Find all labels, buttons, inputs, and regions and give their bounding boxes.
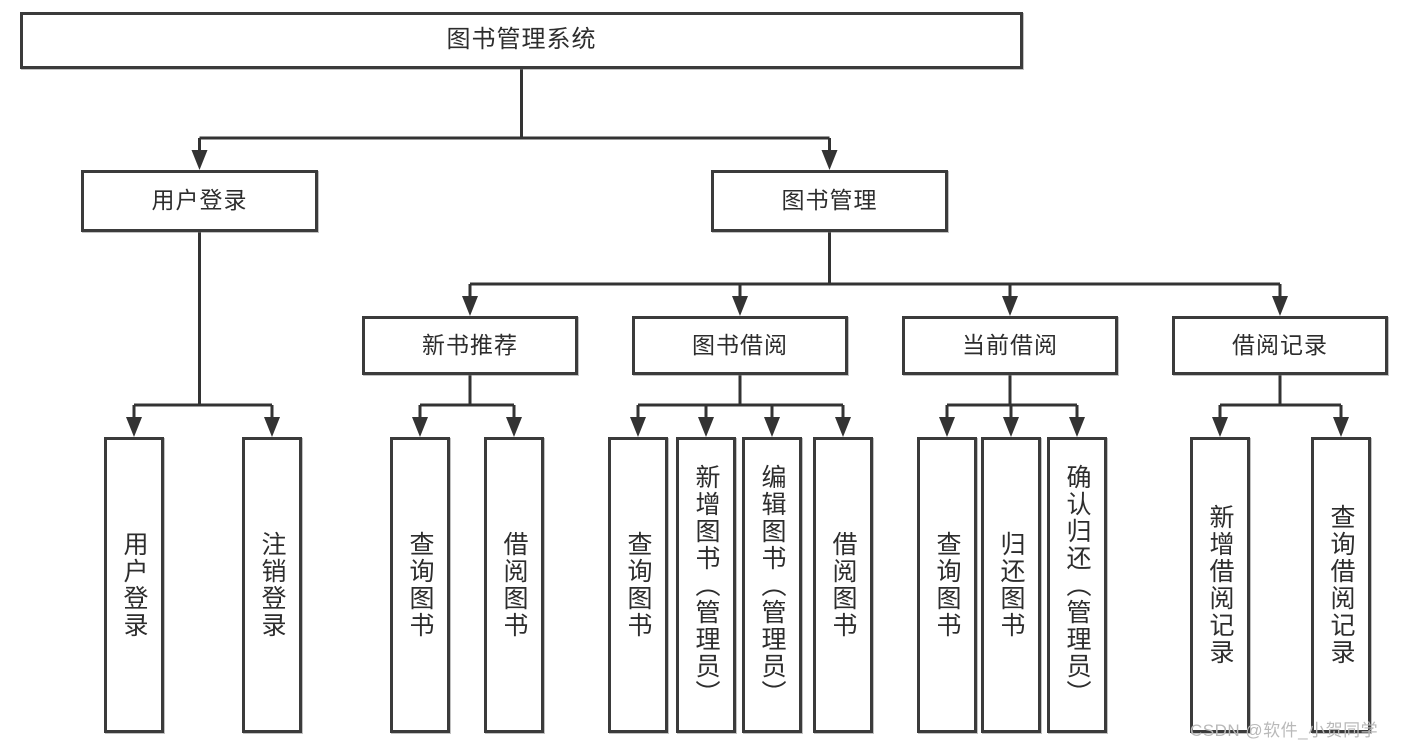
leaf-query-book-current[interactable]: 查询图书 <box>917 437 977 733</box>
node-label: 确认归还（管理员） <box>1063 463 1091 707</box>
node-label: 编辑图书（管理员） <box>758 463 786 707</box>
leaf-add-borrowing-record[interactable]: 新增借阅记录 <box>1190 437 1250 733</box>
node-label: 图书借阅 <box>692 331 788 358</box>
node-label: 查询图书 <box>933 531 961 639</box>
node-new-book-recommendation[interactable]: 新书推荐 <box>362 316 578 375</box>
leaf-query-borrowing-record[interactable]: 查询借阅记录 <box>1311 437 1371 733</box>
leaf-confirm-return-admin[interactable]: 确认归还（管理员） <box>1047 437 1107 733</box>
node-label: 用户登录 <box>151 187 248 214</box>
node-label: 新书推荐 <box>422 331 518 358</box>
node-label: 图书管理系统 <box>446 26 597 54</box>
node-label: 借阅图书 <box>829 531 857 639</box>
node-label: 查询图书 <box>624 531 652 639</box>
node-borrowing-record[interactable]: 借阅记录 <box>1172 316 1388 375</box>
leaf-logout[interactable]: 注销登录 <box>242 437 302 733</box>
leaf-add-book-admin[interactable]: 新增图书（管理员） <box>676 437 736 733</box>
node-label: 借阅记录 <box>1232 331 1328 358</box>
node-label: 当前借阅 <box>962 331 1058 358</box>
node-label: 注销登录 <box>258 531 286 639</box>
node-book-borrowing[interactable]: 图书借阅 <box>632 316 848 375</box>
node-current-borrowing[interactable]: 当前借阅 <box>902 316 1118 375</box>
node-label: 用户登录 <box>120 531 148 639</box>
node-label: 图书管理 <box>781 187 878 214</box>
leaf-borrow-book-borrowing[interactable]: 借阅图书 <box>813 437 873 733</box>
node-user-login[interactable]: 用户登录 <box>81 170 318 232</box>
node-root[interactable]: 图书管理系统 <box>20 12 1023 69</box>
node-label: 借阅图书 <box>500 531 528 639</box>
leaf-user-login[interactable]: 用户登录 <box>104 437 164 733</box>
node-label: 新增图书（管理员） <box>692 463 720 707</box>
node-label: 查询图书 <box>406 531 434 639</box>
leaf-edit-book-admin[interactable]: 编辑图书（管理员） <box>742 437 802 733</box>
node-label: 新增借阅记录 <box>1206 504 1234 666</box>
node-label: 归还图书 <box>997 531 1025 639</box>
leaf-return-book[interactable]: 归还图书 <box>981 437 1041 733</box>
node-label: 查询借阅记录 <box>1327 504 1355 666</box>
leaf-borrow-book-recommendation[interactable]: 借阅图书 <box>484 437 544 733</box>
leaf-query-book-borrowing[interactable]: 查询图书 <box>608 437 668 733</box>
leaf-query-book-recommendation[interactable]: 查询图书 <box>390 437 450 733</box>
node-book-management[interactable]: 图书管理 <box>711 170 948 232</box>
